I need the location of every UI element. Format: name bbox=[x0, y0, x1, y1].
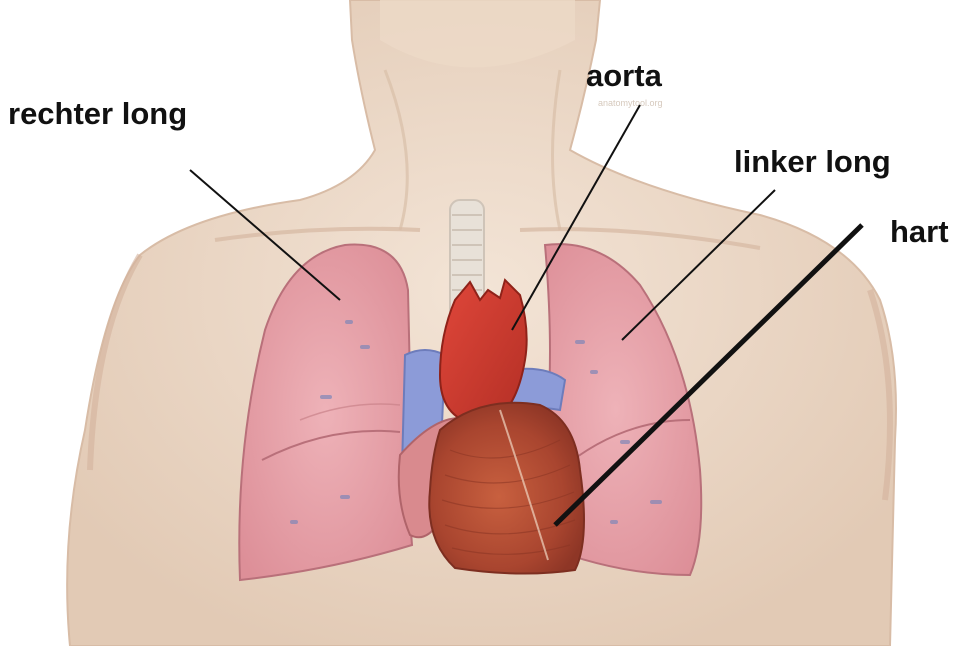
watermark: anatomytool.org bbox=[598, 98, 663, 108]
label-linker-long: linker long bbox=[734, 146, 891, 177]
label-rechter-long: rechter long bbox=[8, 98, 187, 129]
label-aorta: aorta bbox=[586, 60, 662, 91]
label-hart: hart bbox=[890, 216, 949, 247]
